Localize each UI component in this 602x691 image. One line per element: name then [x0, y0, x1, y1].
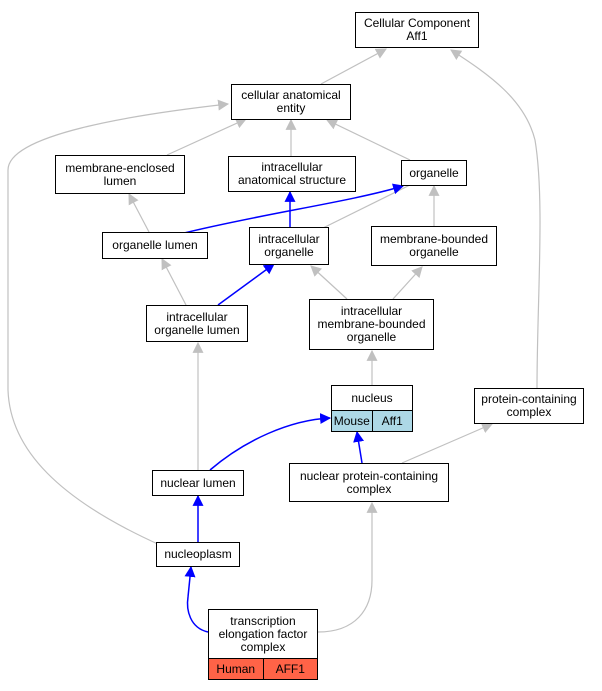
node-nucleoplasm[interactable]: nucleoplasm — [156, 542, 240, 567]
node-intracellular-anatomical-structure[interactable]: intracellular anatomical structure — [228, 156, 356, 192]
edge-imbo-to-mbo — [392, 266, 423, 300]
nucleus-species-cell: Mouse — [332, 411, 372, 431]
node-intracellular-organelle[interactable]: intracellular organelle — [249, 227, 329, 265]
node-transcription-elongation-factor-complex[interactable]: transcription elongation factor complex … — [208, 609, 318, 680]
tefc-gene-cell: AFF1 — [262, 659, 317, 679]
edge-imbo-to-introrg — [310, 265, 348, 300]
edge-iol-to-introrg-blue — [217, 263, 275, 306]
node-cellular-anatomical-entity[interactable]: cellular anatomical entity — [231, 84, 351, 120]
node-organelle-lumen[interactable]: organelle lumen — [102, 232, 208, 259]
edge-nuclearlumen-to-nucleus-blue — [209, 413, 332, 471]
edge-nucleoplasm-to-cae — [7, 99, 230, 546]
edge-mel-to-cae — [166, 118, 248, 156]
edge-oll-to-mel — [128, 193, 150, 233]
node-protein-containing-complex[interactable]: protein-containing complex — [474, 388, 584, 424]
edge-organelle-to-cae — [326, 119, 411, 161]
node-cellular-component-root[interactable]: Cellular Component Aff1 — [355, 12, 479, 48]
edge-cae-to-root — [320, 48, 387, 85]
node-intracellular-membrane-bounded-organelle[interactable]: intracellular membrane-bounded organelle — [309, 299, 434, 350]
node-nuclear-lumen[interactable]: nuclear lumen — [152, 470, 244, 496]
edge-tefc-to-nucleoplasm-blue — [184, 565, 209, 633]
edge-oll-to-organelle-blue — [179, 183, 405, 235]
nucleus-gene-cell: Aff1 — [371, 411, 412, 431]
tefc-species-cell: Human — [209, 659, 263, 679]
node-membrane-bounded-organelle[interactable]: membrane-bounded organelle — [371, 226, 497, 266]
tefc-label: transcription elongation factor complex — [209, 610, 317, 659]
node-organelle[interactable]: organelle — [401, 160, 467, 186]
node-intracellular-organelle-lumen[interactable]: intracellular organelle lumen — [146, 305, 248, 342]
edge-npcc-to-pcc — [401, 422, 494, 464]
node-membrane-enclosed-lumen[interactable]: membrane-enclosed lumen — [55, 155, 185, 194]
node-nuclear-protein-containing-complex[interactable]: nuclear protein-containing complex — [289, 463, 449, 502]
edge-pcc-to-root — [450, 49, 541, 389]
node-nucleus[interactable]: nucleus Mouse Aff1 — [331, 385, 413, 432]
edge-iol-to-oll — [161, 258, 187, 306]
edge-tefc-to-npcc — [317, 501, 378, 633]
edge-npcc-to-nucleus-blue — [353, 430, 365, 464]
nucleus-label: nucleus — [332, 386, 412, 411]
